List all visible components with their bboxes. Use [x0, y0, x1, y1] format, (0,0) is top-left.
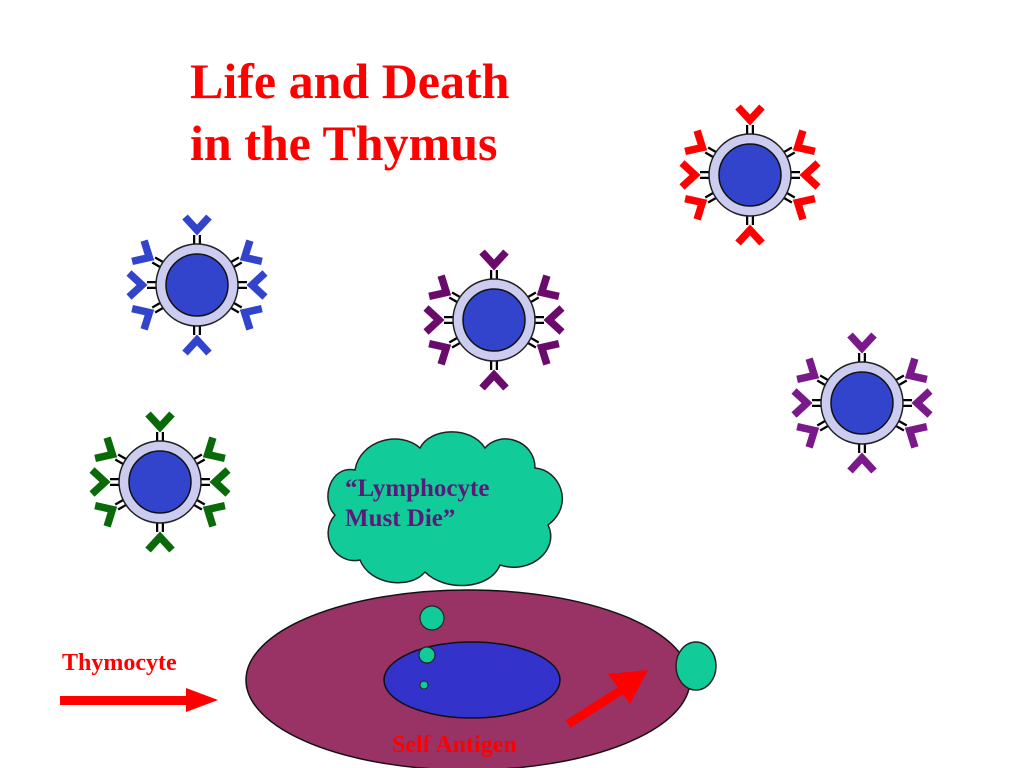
thymocyte-label: Thymocyte	[62, 650, 177, 676]
antigen-fragment-1	[419, 605, 445, 631]
self-antigen-blob	[675, 641, 717, 691]
title-line-1: Life and Death	[190, 53, 510, 109]
lymphocyte-violet	[794, 335, 930, 471]
lymphocyte-blue	[129, 217, 265, 353]
antigen-fragment-2	[418, 646, 436, 664]
lymphocyte-green	[92, 414, 228, 550]
title-line-2: in the Thymus	[190, 115, 498, 171]
thymocyte-arrow	[60, 688, 218, 712]
thought-bubble-line-2: Must Die”	[345, 505, 456, 532]
self-antigen-label: Self Antigen	[392, 732, 517, 758]
thymocyte-nucleus	[383, 641, 561, 719]
thought-bubble-text: “Lymphocyte Must Die”	[345, 474, 565, 534]
slide-title: Life and Death in the Thymus	[190, 50, 509, 174]
self-antigen-arrow	[565, 670, 648, 728]
lymphocyte-red	[682, 107, 818, 243]
lymphocyte-purple	[426, 252, 562, 388]
antigen-fragment-3	[419, 680, 429, 690]
thought-bubble-line-1: “Lymphocyte	[345, 475, 490, 502]
thought-bubble-cloud	[327, 431, 564, 587]
